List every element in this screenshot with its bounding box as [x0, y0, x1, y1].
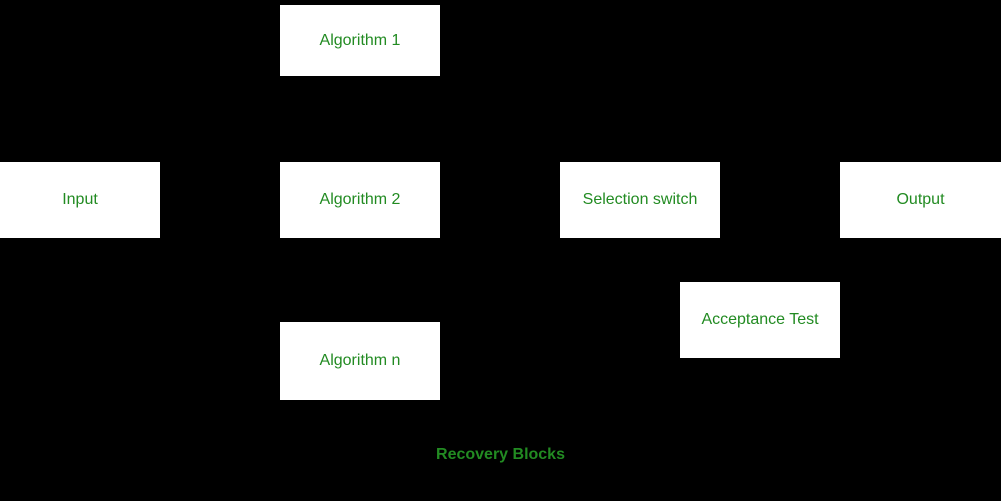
node-algorithm-2: Algorithm 2 [280, 162, 440, 238]
node-output: Output [840, 162, 1001, 238]
node-algorithm-2-label: Algorithm 2 [319, 191, 401, 208]
node-acceptance-test-label: Acceptance Test [701, 311, 819, 328]
node-acceptance-test: Acceptance Test [680, 282, 840, 358]
diagram-caption: Recovery Blocks [436, 446, 565, 463]
node-input: Input [0, 162, 160, 238]
node-algorithm-1-label: Algorithm 1 [319, 31, 401, 49]
node-algorithm-n: Algorithm n [280, 322, 440, 400]
node-algorithm-1: Algorithm 1 [280, 5, 440, 76]
node-selection-switch-label: Selection switch [582, 191, 698, 208]
node-input-label: Input [62, 191, 98, 208]
node-output-label: Output [896, 191, 945, 208]
node-algorithm-n-label: Algorithm n [319, 352, 401, 369]
node-selection-switch: Selection switch [560, 162, 720, 238]
